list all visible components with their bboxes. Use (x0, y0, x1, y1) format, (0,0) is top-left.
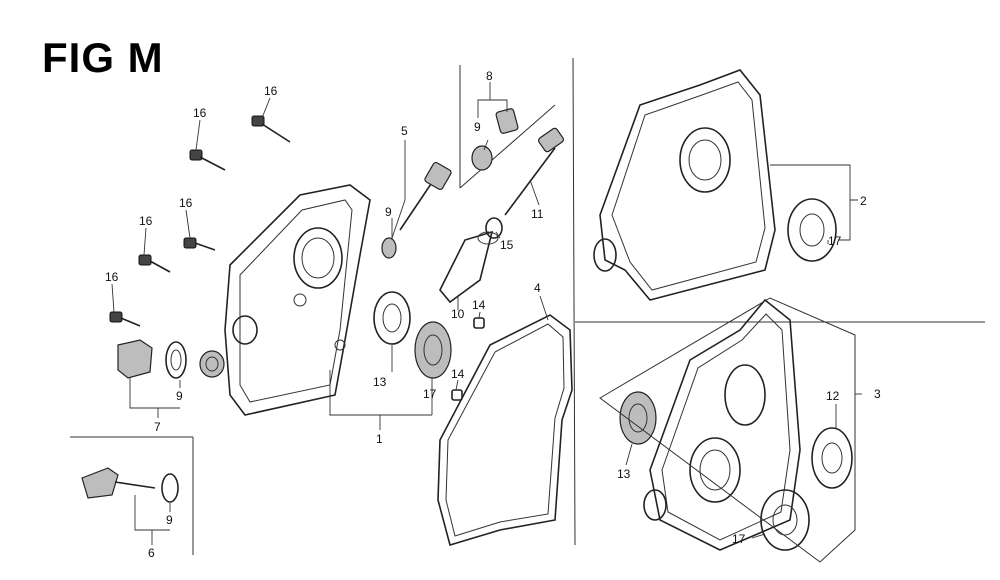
callout-11: 11 (531, 207, 544, 221)
callout-7: 7 (154, 420, 161, 434)
assembly-3-seal-bottom (760, 489, 810, 551)
callout-16-upper-left: 16 (193, 106, 207, 120)
callout-12: 12 (826, 389, 840, 403)
callout-9-switch: 9 (385, 205, 392, 219)
callout-3: 3 (874, 387, 881, 401)
callout-labels: 16 16 16 16 16 5 9 8 9 11 15 10 4 14 14 … (105, 69, 881, 560)
dowel-pin-lower (451, 389, 463, 401)
cover-crank-seal (414, 321, 452, 379)
callout-8: 8 (486, 69, 493, 83)
callout-6: 6 (148, 546, 155, 560)
gasket (437, 314, 573, 547)
bolt-lower-left (109, 311, 141, 327)
bolt-upper-left (189, 149, 226, 171)
callout-14-upper: 14 (472, 298, 486, 312)
bolt-top (251, 115, 291, 143)
assembly-2-cover (593, 69, 776, 301)
assembly-3-outline (599, 297, 856, 563)
cover-bearing (373, 291, 411, 345)
callout-14-lower: 14 (451, 367, 465, 381)
callout-2: 2 (860, 194, 867, 208)
breather-tube (504, 127, 565, 216)
callout-9-cap: 9 (176, 389, 183, 403)
callout-16-top: 16 (264, 84, 278, 98)
callout-17-cover: 17 (423, 387, 437, 401)
callout-5: 5 (401, 124, 408, 138)
assembly-3-bearing-right (811, 427, 853, 489)
callout-16-mid-left: 16 (179, 196, 193, 210)
assembly-3-left-seal (619, 391, 657, 445)
figure-title: FIG M (42, 34, 164, 81)
dowel-pin-upper (473, 317, 485, 329)
bolt-mid-left (183, 237, 216, 251)
governor-holder (439, 230, 499, 304)
bolt-left (138, 254, 171, 273)
bolt-group (109, 115, 291, 327)
assembly-3-cover (643, 298, 801, 551)
callout-17-assembly-2: 17 (828, 234, 842, 248)
callout-16-lower-left: 16 (105, 270, 119, 284)
oil-filler-cap (117, 339, 187, 379)
callout-9-drain: 9 (474, 120, 481, 134)
callout-10: 10 (451, 307, 465, 321)
leader-lines (111, 82, 862, 545)
callout-4: 4 (534, 281, 541, 295)
section-dividers (70, 57, 985, 555)
callout-9-dipstick: 9 (166, 513, 173, 527)
assembly-2-seal (787, 198, 837, 262)
oil-level-switch (381, 161, 452, 259)
callout-16-left: 16 (139, 214, 153, 228)
callout-17-assembly-3: 17 (732, 532, 746, 546)
callout-1: 1 (376, 432, 383, 446)
callout-15: 15 (500, 238, 514, 252)
cover-oil-seal (199, 350, 225, 378)
crankcase-cover (224, 184, 371, 416)
callout-13-assembly-3: 13 (617, 467, 631, 481)
oring-small (485, 217, 503, 239)
drain-plug (471, 108, 519, 171)
callout-13-cover: 13 (373, 375, 387, 389)
dipstick (81, 467, 179, 503)
